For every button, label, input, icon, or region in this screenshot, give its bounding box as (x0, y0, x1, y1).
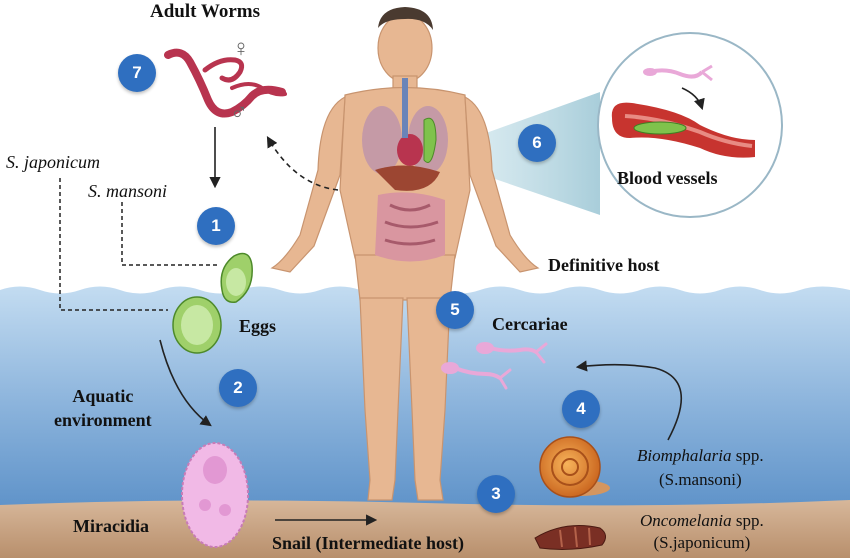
oncomelania-spp: spp. (731, 511, 764, 530)
snail-oncomelania (534, 525, 606, 550)
miracidia-label: Miracidia (73, 516, 149, 536)
egg-japonicum (172, 296, 222, 354)
step-badge-2: 2 (219, 369, 257, 407)
oncomelania-label: Oncomelania spp. (S.japonicum) (640, 510, 764, 554)
definitive-host-label: Definitive host (548, 255, 660, 275)
blood-vessels-label: Blood vessels (617, 168, 718, 188)
bracket-japonicum (59, 178, 168, 311)
oncomelania-species: (S.japonicum) (653, 533, 751, 552)
zoom-cone (425, 92, 600, 215)
aquatic-label-line1: Aquatic (72, 386, 134, 406)
step-badge-1: 1 (197, 207, 235, 245)
step-badge-3: 3 (477, 475, 515, 513)
aquatic-environment-label: Aquatic environment (54, 384, 152, 432)
cercariae (441, 342, 548, 390)
snail-biomphalaria (539, 436, 610, 498)
bracket-mansoni (121, 202, 220, 266)
internal-organs (362, 78, 448, 262)
oncomelania-genus: Oncomelania (640, 511, 732, 530)
male-symbol: ♂ (230, 100, 248, 126)
cercariae-label: Cercariae (492, 314, 568, 334)
aquatic-label-line2: environment (54, 410, 152, 430)
eggs-label: Eggs (239, 316, 277, 336)
biomphalaria-spp: spp. (731, 446, 764, 465)
biomphalaria-genus: Biomphalaria (637, 446, 732, 465)
arrow-eggs-to-miracidia (159, 339, 212, 427)
egg-mansoni (220, 252, 253, 303)
step-badge-4: 4 (562, 390, 600, 428)
adult-worms (164, 48, 287, 118)
snail-intermediate-host-label: Snail (Intermediate host) (272, 533, 464, 553)
arrow-snail-to-cercariae (575, 360, 682, 441)
biomphalaria-label: Biomphalaria spp. (S.mansoni) (637, 444, 764, 492)
adult-worms-label: Adult Worms (150, 1, 260, 22)
japonicum-label: S. japonicum (6, 152, 100, 172)
miracidium (181, 442, 249, 548)
female-symbol: ♀ (232, 36, 250, 62)
step-badge-7: 7 (118, 54, 156, 92)
mansoni-label: S. mansoni (88, 181, 168, 201)
step-badge-5: 5 (436, 291, 474, 329)
step-badge-6: 6 (518, 124, 556, 162)
biomphalaria-species: (S.mansoni) (658, 470, 742, 489)
